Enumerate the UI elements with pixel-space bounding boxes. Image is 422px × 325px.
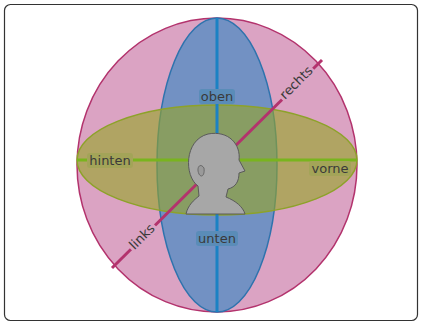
sphere — [77, 18, 357, 312]
direction-label: hinten — [87, 153, 132, 168]
frame — [5, 5, 418, 321]
left-right-axis — [112, 60, 322, 268]
direction-label: vorne — [309, 161, 350, 176]
ear — [198, 166, 204, 176]
head-silhouette — [186, 133, 245, 214]
direction-label: oben — [199, 89, 235, 104]
direction-label: unten — [196, 231, 238, 246]
